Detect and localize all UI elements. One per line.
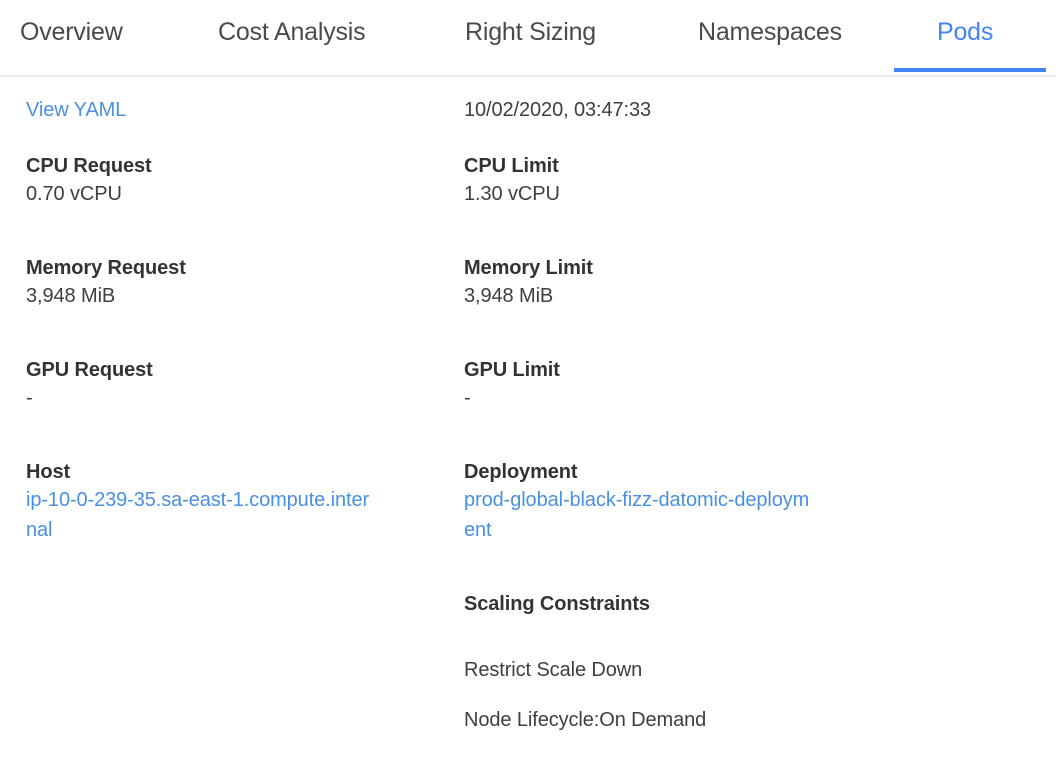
tab-pods[interactable]: Pods (937, 18, 994, 46)
host-label: Host (26, 461, 71, 483)
gpu-limit-value: - (464, 387, 471, 409)
timestamp-value: 10/02/2020, 03:47:33 (464, 99, 652, 121)
field-memory-request: Memory Request 3,948 MiB (26, 255, 186, 311)
cpu-request-label: CPU Request (26, 155, 152, 177)
field-memory-limit: Memory Limit 3,948 MiB (464, 255, 593, 311)
cpu-limit-label: CPU Limit (464, 155, 559, 177)
cpu-limit-value: 1.30 vCPU (464, 183, 560, 205)
memory-request-label: Memory Request (26, 257, 186, 279)
deployment-label: Deployment (464, 461, 578, 483)
memory-limit-value: 3,948 MiB (464, 285, 554, 307)
tab-right-sizing[interactable]: Right Sizing (465, 18, 596, 46)
field-timestamp: 10/02/2020, 03:47:33 (464, 95, 651, 125)
field-gpu-limit: GPU Limit - (464, 357, 560, 413)
memory-limit-label: Memory Limit (464, 257, 593, 279)
scaling-constraint-text: Node Lifecycle:On Demand (464, 709, 707, 731)
field-view-yaml: View YAML (26, 95, 126, 125)
tab-cost-analysis[interactable]: Cost Analysis (218, 18, 366, 46)
cpu-request-value: 0.70 vCPU (26, 183, 122, 205)
gpu-request-value: - (26, 387, 33, 409)
field-gpu-request: GPU Request - (26, 357, 153, 413)
host-link[interactable]: ip-10-0-239-35.sa-east-1.compute.interna… (26, 489, 370, 541)
scaling-constraints-label: Scaling Constraints (464, 593, 650, 615)
gpu-limit-label: GPU Limit (464, 359, 560, 381)
scaling-constraint-item-1: Node Lifecycle:On Demand (464, 705, 706, 735)
field-host: Host ip-10-0-239-35.sa-east-1.compute.in… (26, 459, 376, 545)
deployment-link[interactable]: prod-global-black-fizz-datomic-deploymen… (464, 489, 810, 541)
field-scaling-constraints: Scaling Constraints (464, 591, 650, 617)
tab-bar: Overview Cost Analysis Right Sizing Name… (0, 0, 1056, 77)
scaling-constraint-text: Restrict Scale Down (464, 659, 643, 681)
pod-details-panel: View YAML CPU Request 0.70 vCPU Memory R… (0, 77, 1056, 758)
tab-overview[interactable]: Overview (20, 18, 123, 46)
field-cpu-limit: CPU Limit 1.30 vCPU (464, 153, 560, 209)
active-tab-indicator (894, 68, 1046, 72)
memory-request-value: 3,948 MiB (26, 285, 116, 307)
tab-namespaces[interactable]: Namespaces (698, 18, 842, 46)
scaling-constraint-item-0: Restrict Scale Down (464, 655, 642, 685)
field-cpu-request: CPU Request 0.70 vCPU (26, 153, 152, 209)
view-yaml-link[interactable]: View YAML (26, 99, 127, 121)
field-deployment: Deployment prod-global-black-fizz-datomi… (464, 459, 814, 545)
gpu-request-label: GPU Request (26, 359, 153, 381)
